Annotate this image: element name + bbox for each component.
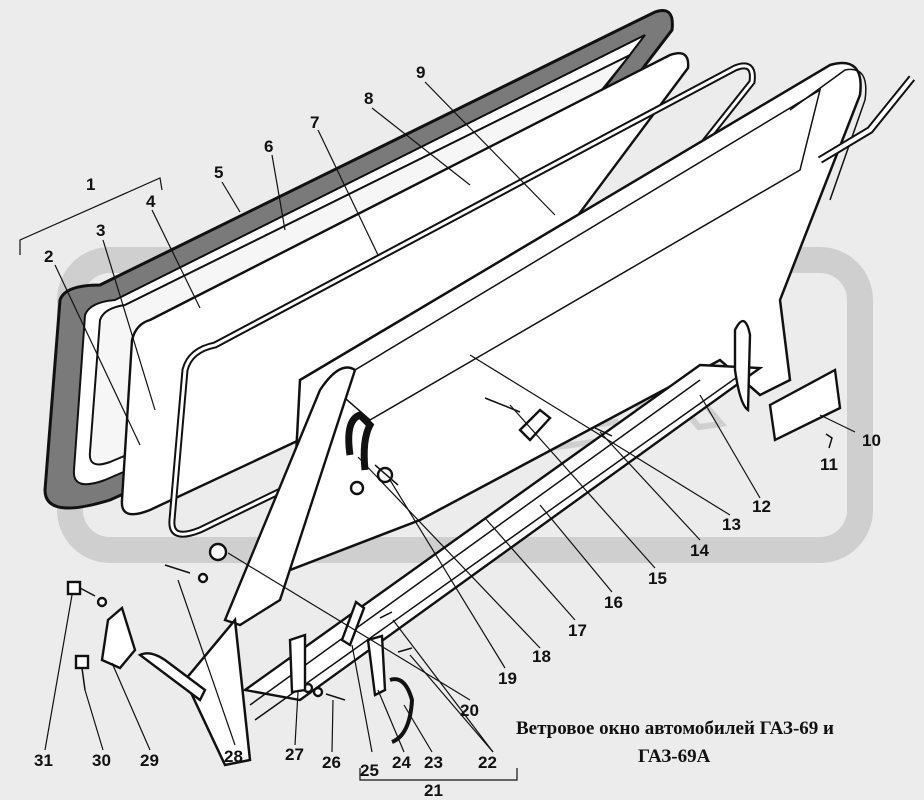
callout-19: 19 <box>498 669 517 688</box>
part-left-pillar <box>137 366 357 767</box>
callout-21: 21 <box>424 781 443 800</box>
part-bracket-25 <box>340 600 366 647</box>
callout-28: 28 <box>224 747 243 766</box>
callout-20: 20 <box>460 701 479 720</box>
part-hook-23 <box>389 677 415 744</box>
part-latch <box>733 320 752 413</box>
part-bolt-28 <box>164 564 191 574</box>
callout-12: 12 <box>752 497 771 516</box>
callout-5: 5 <box>214 163 223 182</box>
part-screw-13 <box>594 427 613 437</box>
callout-26: 26 <box>322 753 341 772</box>
callout-27: 27 <box>285 745 304 764</box>
callout-23: 23 <box>424 753 443 772</box>
callout-6: 6 <box>264 137 273 156</box>
part-wing-nut <box>374 464 399 486</box>
part-right-bracket <box>768 368 842 442</box>
callout-14: 14 <box>690 541 709 560</box>
callout-25: 25 <box>360 761 379 780</box>
callout-13: 13 <box>722 515 741 534</box>
part-handle <box>345 410 375 471</box>
part-washer <box>349 480 365 496</box>
callout-2: 2 <box>44 247 53 266</box>
callout-15: 15 <box>648 569 667 588</box>
callout-24: 24 <box>392 753 411 772</box>
leader-lines <box>19 81 856 781</box>
part-bolt-26 <box>302 682 346 701</box>
callout-31: 31 <box>34 751 53 770</box>
part-bracket-14 <box>518 408 552 442</box>
callout-7: 7 <box>310 113 319 132</box>
part-bolt-30 <box>74 654 90 691</box>
callout-1: 1 <box>86 175 95 194</box>
callout-labels: 1 2 3 4 5 6 7 8 9 10 11 12 13 14 15 16 1… <box>34 63 881 800</box>
callout-11: 11 <box>820 455 838 474</box>
callout-3: 3 <box>96 221 105 240</box>
callout-17: 17 <box>568 621 587 640</box>
part-bolt-31 <box>66 580 108 608</box>
callout-9: 9 <box>416 63 425 82</box>
callout-18: 18 <box>532 647 551 666</box>
caption-line-2: ГАЗ-69А <box>638 746 711 767</box>
part-knob-20 <box>208 542 228 562</box>
callout-4: 4 <box>146 192 156 211</box>
caption-line-1: Ветровое окно автомобилей ГАЗ-69 и <box>516 718 834 739</box>
callout-22: 22 <box>478 753 497 772</box>
callout-16: 16 <box>604 593 623 612</box>
part-screw-22 <box>379 611 393 619</box>
callout-29: 29 <box>140 751 159 770</box>
part-bracket-29 <box>100 605 137 670</box>
part-hinge-27 <box>288 633 307 694</box>
callout-8: 8 <box>364 89 373 108</box>
callout-10: 10 <box>862 431 881 450</box>
part-screw-11 <box>825 433 833 449</box>
callout-30: 30 <box>92 751 111 770</box>
part-bracket-24 <box>366 634 387 697</box>
